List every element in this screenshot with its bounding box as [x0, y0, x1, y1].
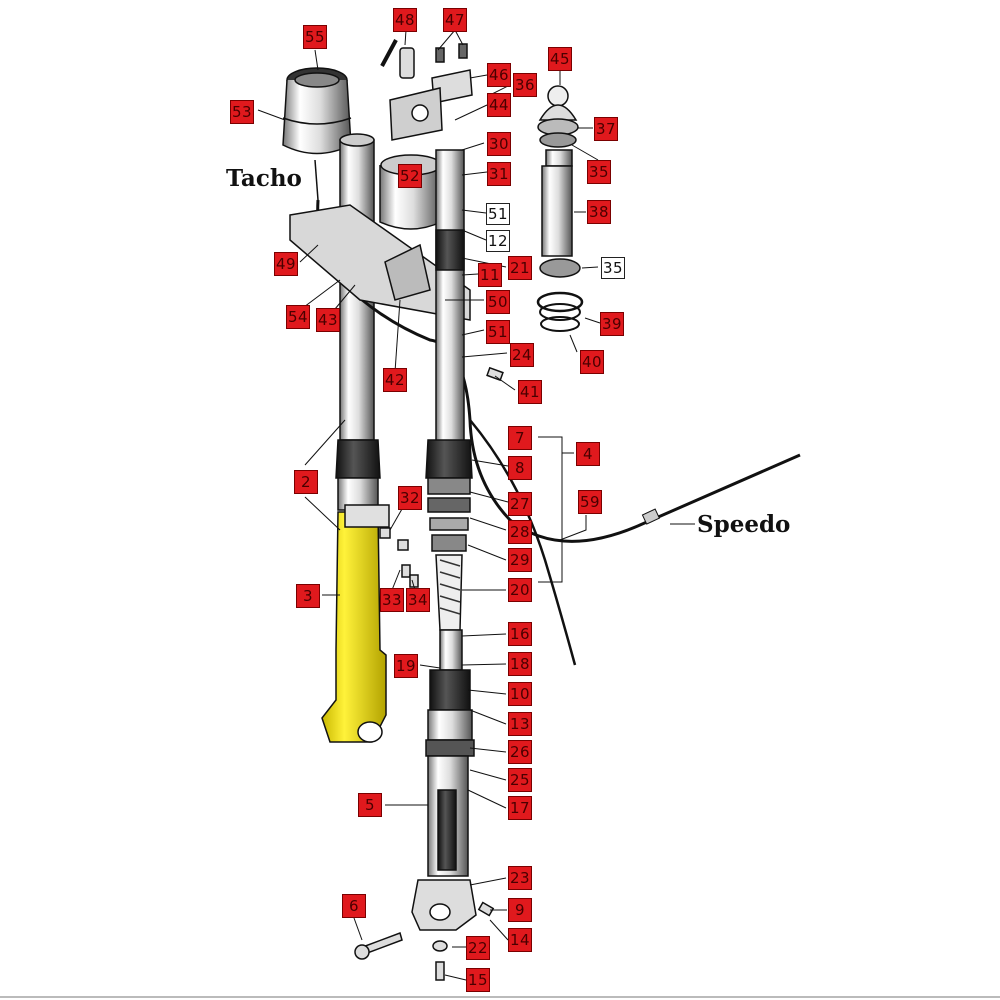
part-callout-c35a: 35	[587, 160, 611, 184]
part-callout-c27: 27	[508, 492, 532, 516]
part-callout-c45: 45	[548, 47, 572, 71]
part-callout-c52: 52	[398, 164, 422, 188]
part-callout-c31: 31	[487, 162, 511, 186]
part-callout-c25: 25	[508, 768, 532, 792]
part-callout-c35b: 35	[601, 257, 625, 279]
speedo-cable-inner	[469, 419, 577, 666]
part-callout-c41: 41	[518, 380, 542, 404]
part-callout-c6: 6	[342, 894, 366, 918]
part-callout-c11: 11	[478, 263, 502, 287]
part-callout-c5: 5	[358, 793, 382, 817]
part-callout-c34: 34	[406, 588, 430, 612]
part-callout-c36: 36	[513, 73, 537, 97]
part-callout-c2: 2	[294, 470, 318, 494]
top-bolts	[380, 39, 473, 141]
part-callout-c23: 23	[508, 866, 532, 890]
left-lower-leg-yellow	[321, 504, 390, 743]
tacho-label: Tacho	[226, 165, 302, 192]
part-callout-c3: 3	[296, 584, 320, 608]
part-callout-c26: 26	[508, 740, 532, 764]
part-callout-c24: 24	[510, 343, 534, 367]
part-callout-c50: 50	[486, 290, 510, 314]
tacho-gauge	[282, 67, 352, 201]
part-callout-c13: 13	[508, 712, 532, 736]
part-callout-c44: 44	[487, 93, 511, 117]
part-callout-c37: 37	[594, 117, 618, 141]
part-callout-c15: 15	[466, 968, 490, 992]
part-callout-c46: 46	[487, 63, 511, 87]
part-callout-c21: 21	[508, 256, 532, 280]
part-callout-c39: 39	[600, 312, 624, 336]
axle-hardware	[354, 366, 504, 981]
part-callout-c48: 48	[393, 8, 417, 32]
part-callout-c54: 54	[286, 305, 310, 329]
part-callout-c32: 32	[398, 486, 422, 510]
part-callout-c38: 38	[587, 200, 611, 224]
part-callout-c20: 20	[508, 578, 532, 602]
part-callout-c29: 29	[508, 548, 532, 572]
part-callout-c49: 49	[274, 252, 298, 276]
part-callout-c9: 9	[508, 898, 532, 922]
part-callout-c19: 19	[394, 654, 418, 678]
part-callout-c33: 33	[380, 588, 404, 612]
part-callout-c51b: 51	[486, 320, 510, 344]
part-callout-c17: 17	[508, 796, 532, 820]
steering-head-parts	[536, 85, 584, 332]
part-callout-c14: 14	[508, 928, 532, 952]
part-callout-c40: 40	[580, 350, 604, 374]
part-callout-c59: 59	[578, 490, 602, 514]
part-callout-c30: 30	[487, 132, 511, 156]
part-callout-c42: 42	[383, 368, 407, 392]
part-callout-c10: 10	[508, 682, 532, 706]
leader-lines	[257, 29, 695, 981]
part-callout-c8: 8	[508, 456, 532, 480]
part-callout-c43: 43	[316, 308, 340, 332]
part-callout-c47: 47	[443, 8, 467, 32]
bottom-yoke	[289, 204, 471, 321]
part-callout-c16: 16	[508, 622, 532, 646]
part-callout-c12: 12	[486, 230, 510, 252]
part-callout-c7: 7	[508, 426, 532, 450]
right-lower-leg	[411, 629, 477, 931]
left-fork-tube	[335, 133, 381, 511]
part-callout-c4: 4	[576, 442, 600, 466]
part-callout-c55a: 55	[303, 25, 327, 49]
part-callout-c18: 18	[508, 652, 532, 676]
speedo-label: Speedo	[697, 511, 791, 538]
part-callout-c53: 53	[230, 100, 254, 124]
part-callout-c22: 22	[466, 936, 490, 960]
part-callout-c28: 28	[508, 520, 532, 544]
part-callout-c51a: 51	[486, 203, 510, 225]
